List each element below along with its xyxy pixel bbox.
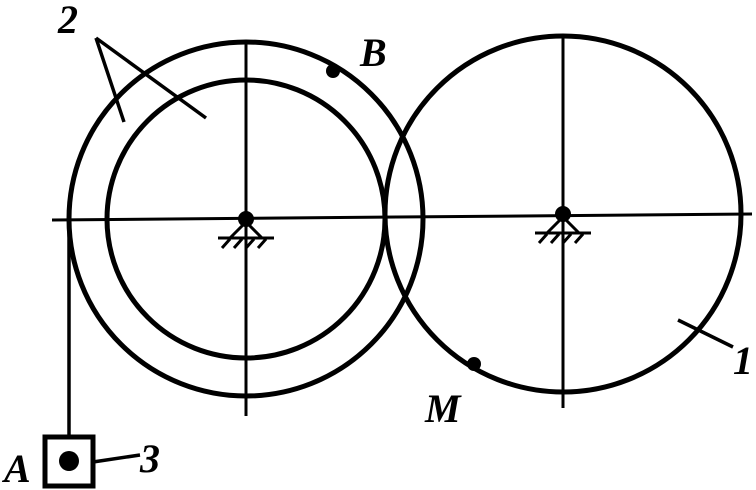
point-a-dot: [59, 451, 79, 471]
gear-2-pivot-support: [218, 219, 274, 249]
gear-2-label: 2: [57, 0, 78, 42]
gear-1-hub-dot: [555, 206, 571, 222]
load-3-leader: [92, 453, 141, 464]
gear-1-pivot-support: [535, 214, 591, 244]
gear-1-circle: [382, 33, 744, 395]
load-3-label: 3: [139, 436, 160, 481]
point-a-label: A: [1, 446, 31, 490]
gear-2-leader-inner: [94, 36, 208, 120]
point-m-label: M: [424, 386, 462, 431]
gear-2-hub-dot: [238, 211, 254, 227]
gear-2-outer-circle: [66, 39, 426, 399]
horizontal-axis-line: [51, 212, 753, 222]
point-b-label: B: [359, 30, 387, 75]
point-b-dot: [326, 64, 340, 78]
gear-2-leader-outer: [94, 37, 126, 123]
gear-1-label: 1: [733, 338, 753, 383]
gear-1-leader: [677, 318, 734, 349]
point-m-dot: [467, 357, 481, 371]
